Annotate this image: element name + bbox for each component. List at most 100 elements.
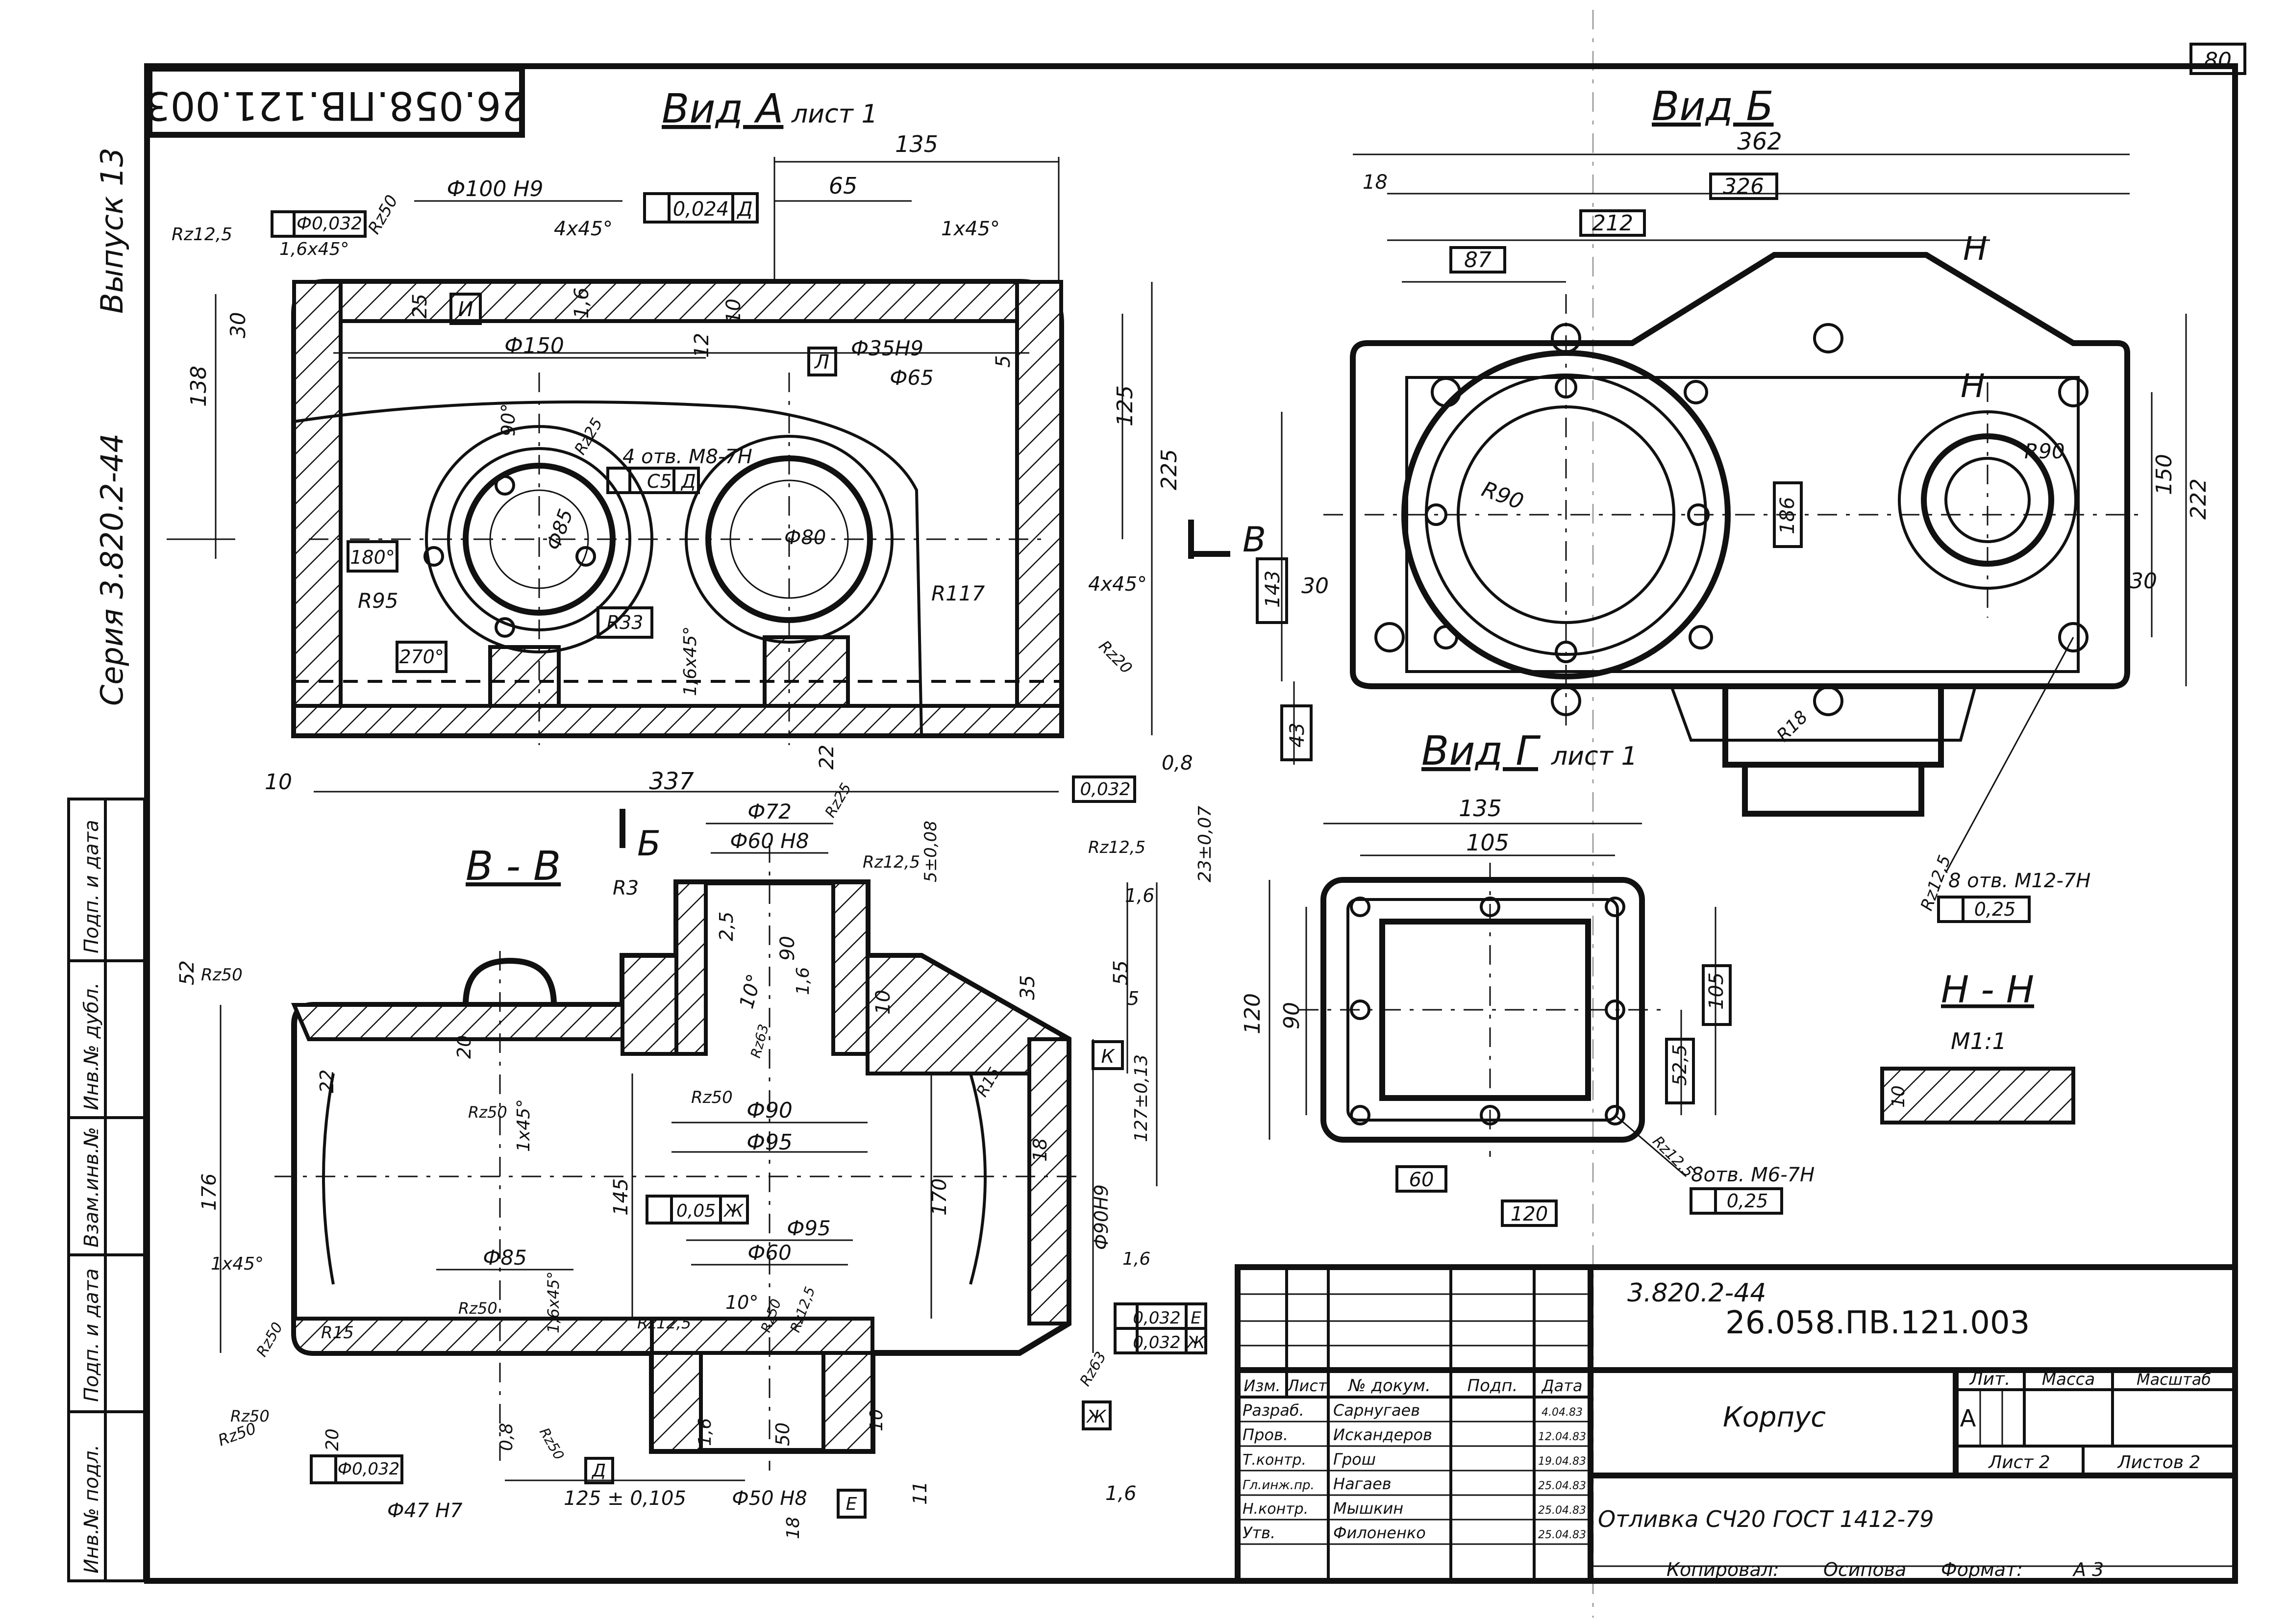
tb-lit-label: Лит.: [1969, 1369, 2011, 1389]
ref-vv-k: К: [1101, 1046, 1116, 1067]
tb-name-razrab: Сарнугаев: [1333, 1401, 1420, 1420]
rz-g-125: Rz12,5: [1649, 1133, 1697, 1181]
tb-header-data: Дата: [1541, 1376, 1583, 1395]
rz-vv-125a: Rz12,5: [863, 852, 920, 872]
tb-part-name: Корпус: [1723, 1401, 1826, 1433]
dim-vv-11: 11: [909, 1481, 931, 1505]
rad-a-95: R95: [358, 589, 398, 613]
dim-b-87: 87: [1464, 248, 1492, 273]
dim-g-120: 120: [1240, 993, 1265, 1034]
view-b: Вид Б: [1256, 83, 2211, 923]
tb-role-prov: Пров.: [1243, 1425, 1288, 1444]
section-vv-dimension-lines: [220, 823, 1158, 1481]
tol-a-flat: 0,024: [673, 198, 729, 221]
section-nn-scale: М1:1: [1951, 1028, 2007, 1054]
tb-role-utv: Утв.: [1243, 1524, 1275, 1542]
dim-vv-08: 0,8: [497, 1423, 517, 1451]
rz-vv-50f: Rz50: [253, 1320, 287, 1360]
tol-vv-perp1-ref: Е: [1191, 1308, 1201, 1328]
rad-a-33: R33: [607, 612, 644, 633]
pos-b: 0,25: [1974, 899, 2016, 920]
dim-a-337: 337: [649, 768, 694, 795]
tb-doc-code: 26.058.ПВ.121.003: [1725, 1305, 2030, 1341]
tb-scale-label: Масштаб: [2137, 1370, 2211, 1389]
tol-a-sq: 0,032: [1080, 779, 1130, 800]
dim-b-30b: 30: [2130, 569, 2157, 594]
dim-vv-5b: 5: [1127, 988, 1139, 1009]
tb-sheet-label: Лист 2: [1988, 1452, 2050, 1473]
dim-g-135: 135: [1459, 795, 1502, 822]
dim-vv-50: 50: [772, 1423, 794, 1446]
dim-vv-5: 5±0,08: [921, 821, 941, 882]
dim-a-65: 65: [829, 173, 858, 199]
dim-vv-16b: 1,6: [793, 967, 813, 995]
tb-role-razrab: Разраб.: [1243, 1401, 1304, 1420]
ref-vv-d: Д: [591, 1461, 606, 1481]
angle-a-180: 180°: [350, 547, 395, 568]
rz-vv-50d: Rz50: [458, 1299, 497, 1318]
ch-a-16b: 1,6х45°: [680, 626, 700, 696]
dim-a-08: 0,8: [1162, 752, 1193, 775]
dim-a-25: 25: [409, 294, 431, 319]
tb-lit-value: А: [1960, 1405, 1976, 1432]
rotated-doc-code: 26.058.ПВ.121.003: [146, 83, 526, 128]
rz-vv-63b: Rz63: [1077, 1349, 1110, 1389]
cut-label-v: В: [1243, 520, 1266, 560]
dim-a-phi35: Ф35Н9: [851, 336, 923, 360]
format-label: Формат:: [1941, 1559, 2023, 1580]
dim-vv-16a: 1,6: [1125, 885, 1154, 906]
dim-a-22: 22: [816, 745, 838, 770]
dim-a-125: 125: [1113, 385, 1138, 426]
ref-vv-e: Е: [846, 1494, 857, 1514]
dim-vv-16d: 1,6: [695, 1418, 715, 1446]
rz-vv-50b: Rz50: [691, 1088, 733, 1107]
tb-name-prov: Искандеров: [1333, 1425, 1432, 1444]
angle-a-270: 270°: [399, 646, 444, 668]
dim-a-30: 30: [226, 312, 250, 338]
ref-vv-zh: Ж: [1086, 1407, 1107, 1427]
holes-b: 8 отв. М12-7Н: [1948, 870, 2090, 892]
ch-a-1: 1х45°: [941, 218, 1000, 240]
dim-a-138: 138: [186, 366, 211, 407]
ch-a-16: 1,6х45°: [279, 239, 349, 259]
tol-a-flat-ref: Д: [736, 198, 752, 221]
dim-a-225: 225: [1157, 449, 1182, 490]
tb-name-nkontr: Мышкин: [1333, 1499, 1403, 1518]
ch-vv-16: 1,6х45°: [544, 1271, 563, 1333]
sheet-number: 80: [2204, 48, 2232, 73]
dim-b-186: 186: [1776, 497, 1799, 534]
issue-label: Выпуск 13: [94, 148, 130, 314]
stamp-podp-2: Подп. и дата: [80, 820, 103, 953]
dim-a-16: 1,6: [571, 287, 593, 319]
dim-vv-18b: 18: [783, 1517, 803, 1539]
view-b-title: Вид Б: [1652, 83, 1774, 130]
dim-b-43: 43: [1286, 723, 1309, 748]
series-label: Серия 3.820.2-44: [94, 433, 130, 706]
view-b-bolt-holes: [1374, 323, 2089, 716]
rz-a-125: Rz12,5: [172, 225, 232, 245]
rz-vv-50h: Rz50: [536, 1425, 567, 1463]
tb-header-podp: Подп.: [1467, 1376, 1518, 1396]
dim-vv-phi60h8: Ф60 Н8: [730, 829, 809, 853]
dim-g-90: 90: [1279, 1002, 1304, 1029]
rz-a-25: Rz25: [571, 415, 606, 458]
dim-a-phi150: Ф150: [504, 333, 564, 358]
view-a: Вид А лист 1: [167, 86, 1266, 803]
holes-a: 4 отв. М8-7Н: [622, 446, 752, 468]
dim-b-222: 222: [2186, 478, 2211, 520]
section-nn-title: Н - Н: [1941, 968, 2034, 1011]
view-g-subtitle: лист 1: [1551, 742, 1638, 771]
tb-date-nkontr: 25.04.83: [1538, 1504, 1586, 1517]
section-vv: В - В: [176, 780, 1215, 1539]
dim-g-105b: 105: [1705, 973, 1728, 1010]
dim-vv-phi60: Ф60: [747, 1241, 792, 1265]
tb-date-glinzh: 25.04.83: [1538, 1480, 1586, 1492]
dim-vv-phi90: Ф90: [746, 1098, 793, 1123]
dim-vv-16e: 1,6: [1105, 1482, 1137, 1505]
dim-a-135: 135: [895, 131, 938, 157]
dim-a-10b: 10: [265, 770, 292, 795]
tol-vv-par-ref: Ж: [723, 1201, 745, 1221]
tol-vv-perp1: 0,032: [1133, 1308, 1180, 1328]
dim-vv-55: 55: [1110, 960, 1132, 985]
dim-vv-125: 125 ± 0,105: [564, 1487, 686, 1510]
